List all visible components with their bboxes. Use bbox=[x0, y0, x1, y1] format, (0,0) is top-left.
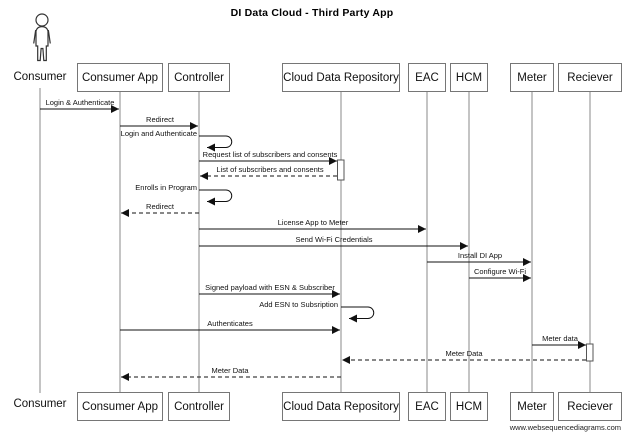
participant-label: EAC bbox=[415, 71, 439, 84]
message-label: Meter Data bbox=[445, 349, 483, 358]
participant-consumer-app-top: Consumer App bbox=[77, 63, 163, 92]
participant-label: Consumer App bbox=[81, 71, 159, 84]
actor-right-arm bbox=[47, 29, 51, 44]
message-label: License App to Meter bbox=[277, 218, 349, 227]
participant-cloud-data-repository-top: Cloud Data Repository bbox=[282, 63, 400, 92]
message-label: Login & Authenticate bbox=[45, 98, 115, 107]
participant-label: Reciever bbox=[567, 71, 613, 84]
participant-label: Cloud Data Repository bbox=[283, 71, 399, 84]
activations bbox=[337, 159, 594, 362]
arrow-self-add-esn bbox=[341, 306, 375, 323]
lifelines bbox=[39, 88, 591, 393]
participant-reciever-top: Reciever bbox=[558, 63, 622, 92]
message-label: Authenticates bbox=[207, 319, 253, 328]
actor-body bbox=[35, 25, 49, 62]
message-label: Send Wi-Fi Credentials bbox=[295, 235, 373, 244]
participant-consumer-app-bottom: Consumer App bbox=[77, 392, 163, 421]
participant-label: HCM bbox=[455, 71, 483, 84]
participant-eac-bottom: EAC bbox=[408, 392, 446, 421]
message-label: Meter Data bbox=[211, 366, 249, 375]
participant-cloud-data-repository-bottom: Cloud Data Repository bbox=[282, 392, 400, 421]
participant-controller-top: Controller bbox=[168, 63, 230, 92]
participant-label: HCM bbox=[455, 400, 483, 413]
message-label: Configure Wi-Fi bbox=[473, 267, 527, 276]
participant-consumer-top: Consumer bbox=[13, 71, 67, 83]
participant-label: Meter bbox=[517, 400, 547, 413]
participant-label: Controller bbox=[174, 71, 224, 84]
actor-head bbox=[35, 13, 49, 27]
participant-hcm-top: HCM bbox=[450, 63, 488, 92]
message-label: List of subscribers and consents bbox=[216, 165, 324, 174]
participant-eac-top: EAC bbox=[408, 63, 446, 92]
message-label: Redirect bbox=[146, 115, 174, 124]
diagram-title: DI Data Cloud - Third Party App bbox=[230, 7, 394, 19]
participant-label: EAC bbox=[415, 400, 439, 413]
participant-label: Cloud Data Repository bbox=[283, 400, 399, 413]
participant-label: Reciever bbox=[567, 400, 613, 413]
activation-cloud-data-repository bbox=[337, 159, 345, 181]
activation-reciever bbox=[586, 343, 594, 362]
participant-label: Meter bbox=[517, 71, 547, 84]
message-label: Install DI App bbox=[457, 251, 503, 260]
actor-icon bbox=[33, 13, 51, 62]
message-label: Add ESN to Subsription bbox=[259, 300, 338, 309]
participant-consumer-bottom: Consumer bbox=[13, 398, 67, 410]
message-label: Signed payload with ESN & Subscriber bbox=[205, 283, 335, 292]
arrow-self-login-and-authenticate bbox=[199, 135, 233, 152]
participant-meter-bottom: Meter bbox=[510, 392, 554, 421]
participant-controller-bottom: Controller bbox=[168, 392, 230, 421]
participant-reciever-bottom: Reciever bbox=[558, 392, 622, 421]
watermark-url: www.websequencediagrams.com bbox=[509, 423, 621, 432]
message-label: Redirect bbox=[146, 202, 174, 211]
participant-label: Consumer App bbox=[81, 400, 159, 413]
message-arrows bbox=[40, 105, 586, 381]
arrow-self-enrolls-in-program bbox=[199, 189, 233, 206]
actor-left-arm bbox=[33, 29, 37, 44]
participant-hcm-bottom: HCM bbox=[450, 392, 488, 421]
message-label: Request list of subscribers and consents bbox=[202, 150, 338, 159]
message-label: Enrolls in Program bbox=[135, 183, 197, 192]
participant-label: Controller bbox=[174, 400, 224, 413]
participant-meter-top: Meter bbox=[510, 63, 554, 92]
message-label: Login and Authenticate bbox=[120, 129, 197, 138]
message-label: Meter data bbox=[542, 334, 578, 343]
